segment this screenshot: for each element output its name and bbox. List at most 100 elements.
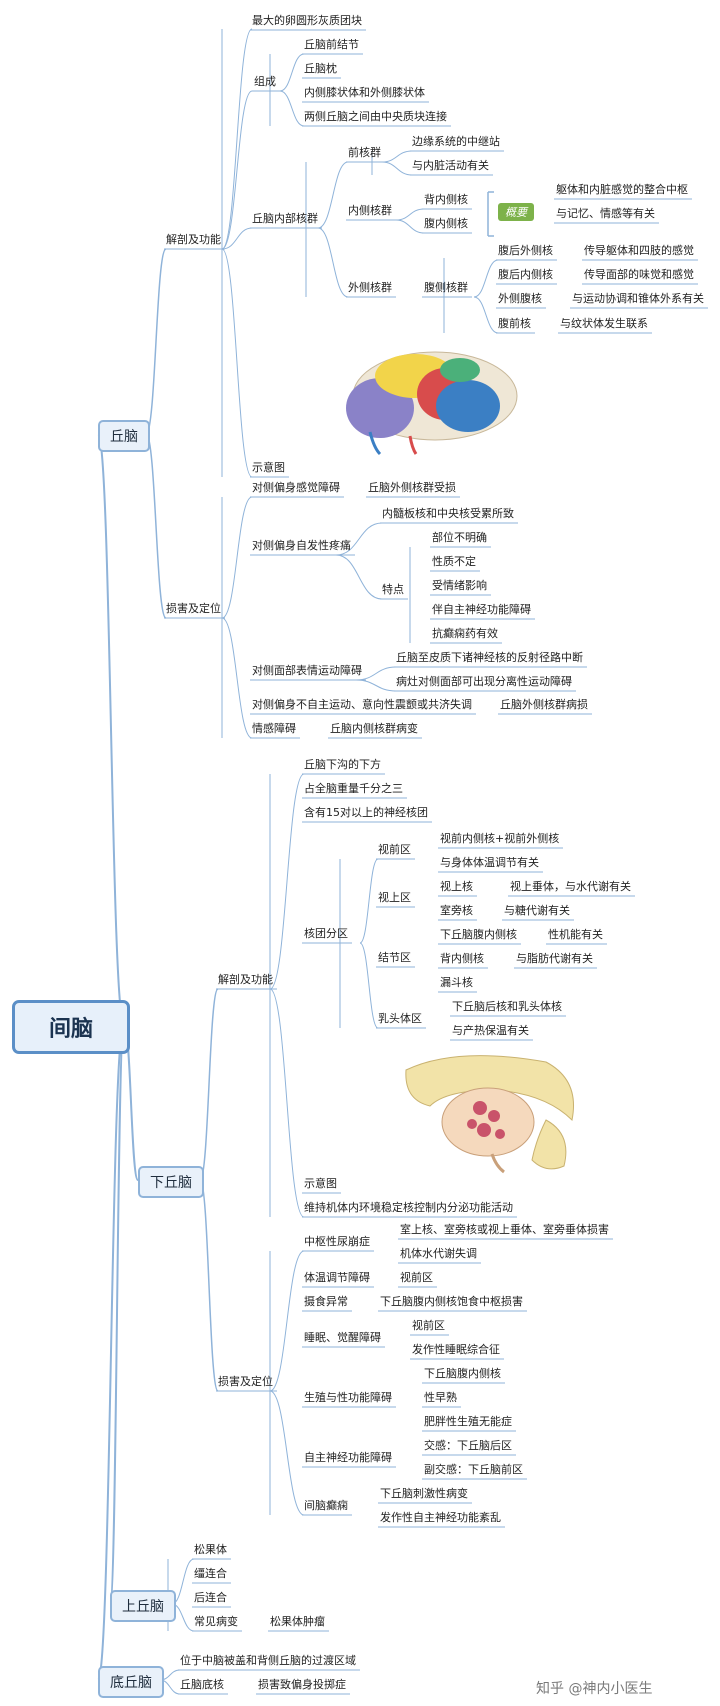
lesion-detail: 下丘脑腹内侧核饱食中枢损害 [380, 1295, 523, 1308]
hypothalamus-anatomy[interactable]: 解剖及功能 [218, 973, 273, 986]
region-item-name: 视上核 [440, 880, 473, 893]
lesion-appetite[interactable]: 摄食异常 [304, 1295, 348, 1308]
feature-item: 部位不明确 [432, 531, 487, 544]
thalamus-composition[interactable]: 组成 [254, 75, 276, 88]
ventral-item-name: 腹后外侧核 [498, 244, 553, 257]
region-tuberal[interactable]: 结节区 [378, 951, 411, 964]
connector [279, 53, 305, 92]
connector [395, 219, 425, 234]
lesion-epilepsy[interactable]: 间脑癫痫 [304, 1499, 348, 1512]
lesion-item[interactable]: 对侧偏身不自主运动、意向性震颤或共济失调 [252, 698, 472, 711]
summary-item: 躯体和内脏感觉的整合中枢 [556, 183, 688, 196]
region-item-name: 室旁核 [440, 904, 473, 917]
connector [279, 90, 305, 127]
region-preoptic[interactable]: 视前区 [378, 843, 411, 856]
connector [221, 248, 253, 478]
sub-nucleus[interactable]: 丘脑底核 [180, 1678, 224, 1691]
region-item-desc: 与脂肪代谢有关 [516, 952, 593, 965]
nucleus-regions[interactable]: 核团分区 [304, 927, 348, 940]
lesion-detail: 丘脑内侧核群病变 [330, 722, 418, 735]
connector [473, 296, 499, 334]
hypo-fact: 丘脑下沟的下方 [304, 758, 381, 771]
lesion-temperature[interactable]: 体温调节障碍 [304, 1271, 370, 1284]
lesion-item[interactable]: 情感障碍 [252, 722, 296, 735]
lesion-diabetes[interactable]: 中枢性尿崩症 [304, 1235, 370, 1248]
region-item-desc: 性机能有关 [548, 928, 603, 941]
medial-item: 背内侧核 [424, 193, 468, 206]
connector [145, 248, 167, 435]
region-supraoptic[interactable]: 视上区 [378, 891, 411, 904]
lesion-detail: 室上核、室旁核或视上垂体、室旁垂体损害 [400, 1223, 609, 1236]
region-item-name: 背内侧核 [440, 952, 484, 965]
region-mammillary[interactable]: 乳头体区 [378, 1012, 422, 1025]
connector [335, 554, 383, 600]
connector [221, 496, 253, 619]
connector [221, 227, 253, 250]
connector [317, 227, 349, 298]
sub-detail: 损害致偏身投掷症 [258, 1678, 346, 1691]
ventral-item-desc: 传导躯体和四肢的感觉 [584, 244, 694, 257]
watermark: 知乎 @神内小医生 [536, 1681, 653, 1697]
lesion-sleep[interactable]: 睡眠、觉醒障碍 [304, 1331, 381, 1344]
anterior-nuclei[interactable]: 前核群 [348, 146, 381, 159]
thalamus-lesion[interactable]: 损害及定位 [166, 602, 221, 615]
epi-common[interactable]: 常见病变 [194, 1615, 238, 1628]
lesion-detail: 性早熟 [424, 1391, 457, 1404]
ventral-item-desc: 与运动协调和锥体外系有关 [572, 292, 704, 305]
connector [269, 773, 305, 990]
lesion-detail: 机体水代谢失调 [400, 1247, 477, 1260]
lesion-detail: 丘脑外侧核群受损 [368, 481, 456, 494]
feature-item: 受情绪影响 [432, 579, 487, 592]
lesion-item[interactable]: 对侧偏身感觉障碍 [252, 481, 340, 494]
connector [317, 161, 349, 229]
connector [109, 1023, 125, 1605]
thalamus-anatomy[interactable]: 解剖及功能 [166, 233, 221, 246]
connector [355, 679, 397, 692]
lesion-detail: 视前区 [400, 1271, 433, 1284]
lesion-detail: 发作性睡眠综合征 [412, 1343, 500, 1356]
connector [395, 208, 425, 221]
connector [221, 90, 253, 250]
lesion-detail: 肥胖性生殖无能症 [424, 1415, 512, 1428]
connector [359, 942, 379, 1029]
lesion-item[interactable]: 对侧偏身自发性疼痛 [252, 539, 351, 552]
medial-item: 腹内侧核 [424, 217, 468, 230]
thalamus-nuclei[interactable]: 丘脑内部核群 [252, 212, 318, 225]
connector [473, 259, 499, 298]
region-item-desc: 与糖代谢有关 [504, 904, 570, 917]
epi-item: 后连合 [194, 1591, 227, 1604]
medial-nuclei[interactable]: 内侧核群 [348, 204, 392, 217]
branch-epithalamus[interactable]: 上丘脑 [110, 1590, 176, 1622]
connector [269, 1250, 305, 1392]
lesion-detail: 下丘脑腹内侧核 [424, 1367, 501, 1380]
lesion-item[interactable]: 对侧面部表情运动障碍 [252, 664, 362, 677]
connector [221, 28, 253, 250]
branch-subthalamus[interactable]: 底丘脑 [98, 1666, 164, 1698]
ventral-item-desc: 传导面部的味觉和感觉 [584, 268, 694, 281]
epi-item: 缰连合 [194, 1567, 227, 1580]
root-node[interactable]: 间脑 [12, 1000, 130, 1054]
connector [269, 988, 305, 1218]
lesion-reproduction[interactable]: 生殖与性功能障碍 [304, 1391, 392, 1404]
ventral-nuclei[interactable]: 腹侧核群 [424, 281, 468, 294]
branch-thalamus[interactable]: 丘脑 [98, 420, 150, 452]
lateral-nuclei[interactable]: 外侧核群 [348, 281, 392, 294]
connector [359, 858, 379, 944]
hypothalamus-diagram-label: 示意图 [304, 1177, 337, 1190]
feature-item: 性质不定 [432, 555, 476, 568]
summary-tag[interactable]: 概要 [498, 203, 534, 221]
connector [145, 433, 167, 619]
feature-label[interactable]: 特点 [382, 583, 404, 596]
connector [199, 988, 219, 1181]
lesion-autonomic[interactable]: 自主神经功能障碍 [304, 1451, 392, 1464]
ventral-item-name: 外侧腹核 [498, 292, 542, 305]
lesion-detail: 丘脑外侧核群病损 [500, 698, 588, 711]
composition-item: 两侧丘脑之间由中央质块连接 [304, 110, 447, 123]
region-item: 与身体体温调节有关 [440, 856, 539, 869]
region-item: 下丘脑后核和乳头体核 [452, 1000, 562, 1013]
feature-item: 抗癫痫药有效 [432, 627, 498, 640]
hypothalamus-lesion[interactable]: 损害及定位 [218, 1375, 273, 1388]
branch-hypothalamus[interactable]: 下丘脑 [138, 1166, 204, 1198]
composition-item: 丘脑枕 [304, 62, 337, 75]
lesion-detail: 交感：下丘脑后区 [424, 1439, 512, 1452]
